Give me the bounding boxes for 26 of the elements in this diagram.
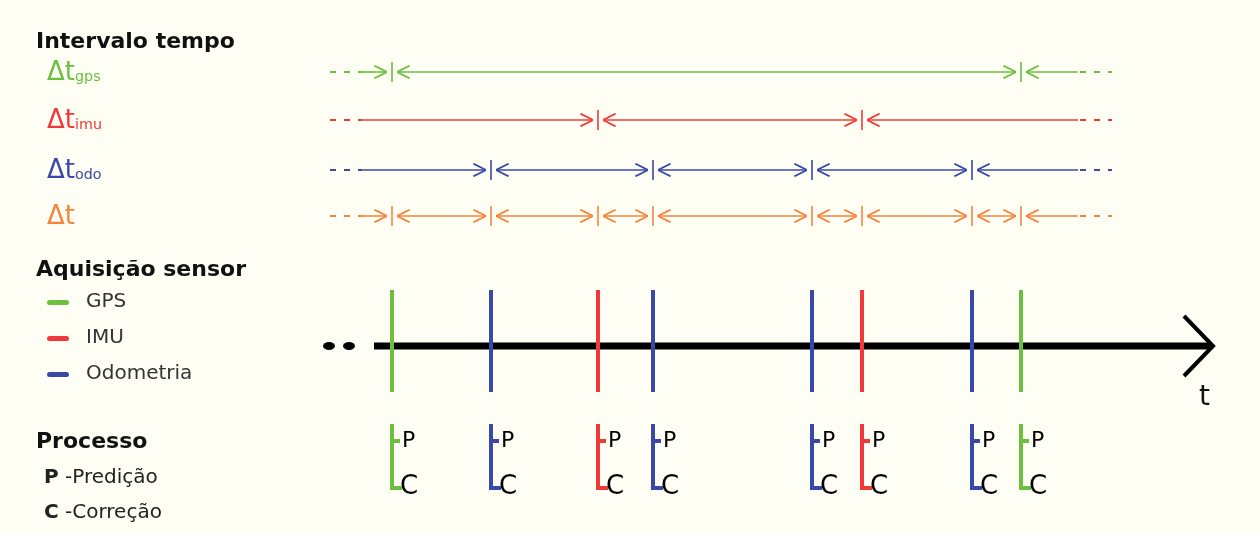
process-letter: P [872, 429, 886, 451]
legend-label: Odometria [86, 362, 193, 382]
key-text: C -Correção [44, 501, 162, 521]
axis-label: t [1199, 382, 1210, 410]
process-letter: C [980, 472, 999, 498]
legend-label: GPS [86, 290, 127, 310]
process-letter: P [982, 429, 996, 451]
process-letter: P [501, 429, 515, 451]
section-heading: Aquisição sensor [36, 258, 246, 280]
section-heading: Intervalo tempo [36, 30, 235, 52]
process-letter: C [400, 472, 419, 498]
process-letter: P [608, 429, 622, 451]
process-letter: P [822, 429, 836, 451]
process-letter: P [1031, 429, 1045, 451]
process-letter: C [1029, 472, 1048, 498]
key-text: P -Predição [44, 466, 158, 486]
process-letter: C [499, 472, 518, 498]
process-letter: C [820, 472, 839, 498]
process-letter: P [663, 429, 677, 451]
interval-symbol: Δt [47, 202, 75, 228]
process-letter: C [606, 472, 625, 498]
process-letter: C [661, 472, 680, 498]
legend-label: IMU [86, 326, 124, 346]
process-letter: P [402, 429, 416, 451]
process-letter: C [870, 472, 889, 498]
section-heading: Processo [36, 430, 148, 452]
